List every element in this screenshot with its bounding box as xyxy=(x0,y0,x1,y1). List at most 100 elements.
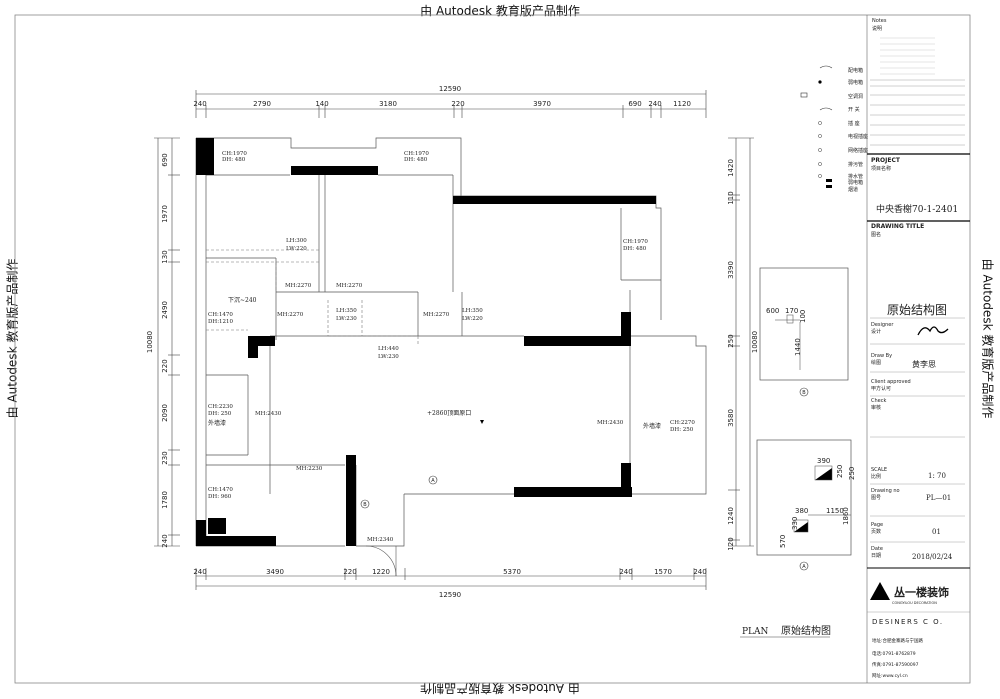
legend-item-1: 弱电箱 xyxy=(848,79,863,86)
detail-b-dim-4: 380 xyxy=(795,507,808,515)
legend-item-7: 排污管 xyxy=(848,161,863,168)
detail-b-dim-7: 570 xyxy=(779,535,787,548)
scale-cn: 比例 xyxy=(871,473,881,480)
legend-sewage-pipe-icon xyxy=(818,162,822,166)
label-mh2270b: MH:2270 xyxy=(336,283,363,289)
label-dh2: DH: 480 xyxy=(404,157,428,163)
label-waiqiangqi1: 外墙漆 xyxy=(208,419,226,427)
company-web: 网址:www.cyl.cn xyxy=(872,672,908,679)
legend-item-4: 插 座 xyxy=(848,120,860,127)
label-mh2340: MH:2340 xyxy=(367,537,394,543)
top-dim-9: 1120 xyxy=(673,100,691,108)
legend-weak-box-2-icon xyxy=(826,179,832,182)
left-dim-1: 690 xyxy=(161,153,169,166)
top-dim-4: 3180 xyxy=(379,100,397,108)
top-dim-2: 2790 xyxy=(253,100,271,108)
left-total-dim: 10080 xyxy=(146,331,154,353)
page-value: 01 xyxy=(932,528,941,536)
detail-a: 600 170 100 1440 B xyxy=(759,267,849,397)
top-dimension-lines xyxy=(195,90,707,118)
drawn-label: Draw By xyxy=(871,353,892,359)
label-lh350a: LH:350 xyxy=(336,308,357,314)
check-label: Check xyxy=(871,398,886,404)
sheet-border xyxy=(14,14,971,684)
label-xiachen: 下沉~240 xyxy=(228,296,257,304)
right-dim-2: 110 xyxy=(727,191,735,204)
right-dim-7: 120 xyxy=(727,537,735,550)
left-dim-2: 1970 xyxy=(161,205,169,223)
top-dim-1: 240 xyxy=(193,100,206,108)
drawing-no-cn: 图号 xyxy=(871,495,881,501)
detail-b-dim-6: 1860 xyxy=(842,507,850,525)
label-dh1210: DH:1210 xyxy=(208,319,234,325)
detail-b: 390 250 250 380 1150 1860 570 330 A xyxy=(756,439,856,571)
legend-drain-pipe-icon xyxy=(818,174,822,178)
left-dim-4: 2490 xyxy=(161,301,169,319)
drawing-no-value: PL—01 xyxy=(926,494,951,502)
label-dh250b: DH: 250 xyxy=(670,427,694,433)
svg-text:A: A xyxy=(802,564,806,570)
company-address: 地址:合肥金寨路与宁国路 xyxy=(872,637,924,644)
detail-b-dim-5: 1150 xyxy=(826,507,844,515)
left-dim-6: 2090 xyxy=(161,404,169,422)
label-mh2270c: MH:2270 xyxy=(277,312,304,318)
designer-cn: 设计 xyxy=(871,328,881,335)
top-dim-6: 3970 xyxy=(533,100,551,108)
detail-a-dim-1: 600 xyxy=(766,307,779,315)
entry-door xyxy=(365,545,397,577)
drawn-value: 黄李思 xyxy=(912,359,936,369)
label-dh250a: DH: 250 xyxy=(208,411,232,417)
legend-item-8: 排水管 xyxy=(848,173,863,180)
legend-item-10: 烟道 xyxy=(848,186,858,193)
bottom-dim-5: 5370 xyxy=(503,568,521,576)
label-mh2270d: MH:2270 xyxy=(423,312,450,318)
drawing-title-value: 原始结构图 xyxy=(887,302,947,317)
legend-item-3: 开 关 xyxy=(848,106,860,113)
notes-en: Notes xyxy=(872,18,887,24)
bottom-dim-3: 220 xyxy=(343,568,356,576)
date-label: Date xyxy=(871,546,883,552)
date-cn: 日期 xyxy=(871,553,881,559)
label-ch1470a: CH:1470 xyxy=(208,312,233,318)
label-dh1: DH: 480 xyxy=(222,157,246,163)
label-ch2270: CH:2270 xyxy=(670,420,695,426)
label-mh2230: MH:2230 xyxy=(296,466,323,472)
drawing-title-cn: 图名 xyxy=(871,231,881,238)
scale-label: SCALE xyxy=(871,467,887,473)
date-value: 2018/02/24 xyxy=(912,553,953,561)
page-cn: 页数 xyxy=(871,528,881,535)
label-lw230b: LW:230 xyxy=(378,354,399,360)
detail-a-dim-2: 170 xyxy=(785,307,798,315)
title-block: Notes 说明 PROJECT 项目名称 中央香榭70-1-2401 DRAW xyxy=(866,15,970,683)
scale-value: 1: 70 xyxy=(928,472,946,480)
legend-switch-icon xyxy=(819,107,833,111)
room-labels: CH:1970 DH: 480 CH:1970 DH: 480 LH:300 L… xyxy=(208,151,695,543)
project-cn: 项目名称 xyxy=(871,165,891,172)
legend: 配电箱 弱电箱 空调洞 开 关 插 座 电视插座 网络插座 排污管 排水管 弱电… xyxy=(800,65,868,193)
top-dim-8: 240 xyxy=(648,100,661,108)
label-lh440: LH:440 xyxy=(378,346,399,352)
designer-signature xyxy=(917,326,949,336)
label-ch2: CH:1970 xyxy=(404,151,429,157)
legend-weak-box-icon xyxy=(818,80,822,84)
drawing-no-label: Drawing no xyxy=(871,488,900,494)
company-fax: 传真:0791-87590097 xyxy=(872,661,919,668)
company-logo-icon xyxy=(870,582,890,600)
legend-flue-icon xyxy=(826,185,832,188)
client-label: Client approved xyxy=(871,379,911,385)
designers-company: DESINERS C O. xyxy=(872,618,944,626)
detail-b-dim-2: 250 xyxy=(836,465,844,478)
plan-title-cn: 原始结构图 xyxy=(781,624,831,637)
page-label: Page xyxy=(871,522,883,528)
project-label: PROJECT xyxy=(871,157,901,164)
label-waiqiangqi2: 外墙漆 xyxy=(643,422,661,430)
right-dim-5: 3580 xyxy=(727,409,735,427)
top-dim-7: 690 xyxy=(628,100,641,108)
label-lw230a: LW:230 xyxy=(336,316,357,322)
top-total-dim: 12590 xyxy=(439,85,461,93)
top-dim-5: 220 xyxy=(451,100,464,108)
label-ch1470b: CH:1470 xyxy=(208,487,233,493)
legend-item-6: 网络插座 xyxy=(848,147,868,154)
check-cn: 审核 xyxy=(871,404,881,411)
